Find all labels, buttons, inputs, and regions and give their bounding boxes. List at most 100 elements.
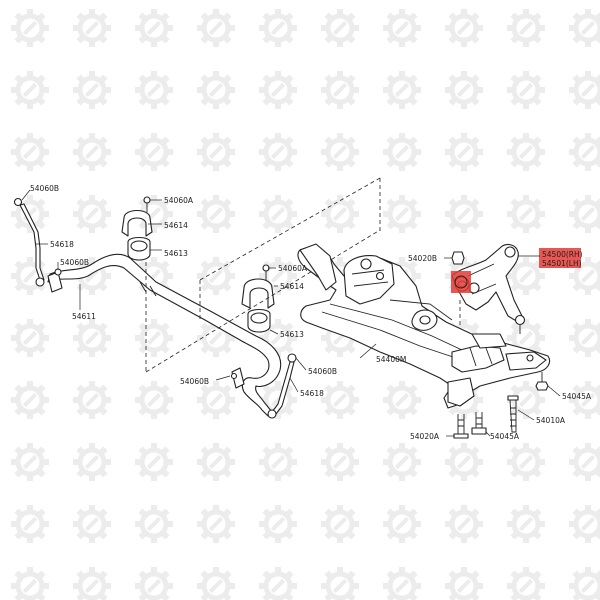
label-54045A-bottom: 54045A	[490, 432, 520, 441]
watermark-gear-icon	[383, 133, 421, 171]
watermark-gear-icon	[73, 133, 111, 171]
watermark-gear-icon	[321, 71, 359, 109]
watermark-gear-icon	[445, 505, 483, 543]
watermark-gear-icon	[259, 133, 297, 171]
watermark-gear-icon	[11, 443, 49, 481]
watermark-gear-icon	[383, 71, 421, 109]
watermark-gear-icon	[73, 9, 111, 47]
watermark-gear-icon	[11, 257, 49, 295]
watermark-gear-icon	[445, 195, 483, 233]
watermark-gear-icon	[569, 133, 600, 171]
watermark-gear-icon	[383, 443, 421, 481]
watermark-gear-icon	[321, 443, 359, 481]
label-54020A: 54020A	[410, 432, 440, 441]
watermark-gear-icon	[259, 71, 297, 109]
watermark-gear-icon	[569, 195, 600, 233]
watermark-gear-icon	[569, 505, 600, 543]
label-54060B-right: 54060B	[308, 367, 337, 376]
watermark-gear-icon	[197, 443, 235, 481]
watermark-gear-icon	[11, 319, 49, 357]
watermark-gear-icon	[507, 505, 545, 543]
watermark-gear-icon	[321, 505, 359, 543]
watermark-gear-icon	[259, 567, 297, 600]
label-54400M: 54400M	[376, 355, 406, 364]
bushing-highlight	[451, 271, 471, 293]
watermark-gear-icon	[197, 9, 235, 47]
watermark-gear-icon	[259, 505, 297, 543]
watermark-gear-icon	[569, 443, 600, 481]
stabilizer-link-right	[230, 353, 297, 419]
label-54501-lh: 54501(LH)	[542, 259, 582, 268]
watermark-gear-icon	[11, 71, 49, 109]
bushing-clamp-2	[241, 264, 275, 333]
watermark-gear-icon	[135, 319, 173, 357]
watermark-gear-icon	[569, 71, 600, 109]
label-54010A: 54010A	[536, 416, 566, 425]
watermark-gear-icon	[135, 71, 173, 109]
watermark-gear-icon	[135, 567, 173, 600]
watermark-gear-icon	[507, 567, 545, 600]
watermark-gear-icon	[135, 443, 173, 481]
watermark-gear-icon	[259, 195, 297, 233]
watermark-gear-icon	[383, 9, 421, 47]
watermark-gear-icon	[135, 133, 173, 171]
watermark-gear-icon	[73, 319, 111, 357]
watermark-gear-icon	[321, 195, 359, 233]
bushing-clamp-1	[121, 196, 153, 261]
label-highlight	[539, 248, 581, 268]
watermark-gear-icon	[73, 443, 111, 481]
label-54613-2: 54613	[280, 330, 304, 339]
watermark-gear-icon	[569, 567, 600, 600]
stabilizer-link-left	[13, 197, 63, 293]
watermark-gear-icon	[197, 257, 235, 295]
watermark-gear-icon	[197, 567, 235, 600]
label-54060A-1: 54060A	[164, 196, 194, 205]
watermark-gear-icon	[11, 9, 49, 47]
leader-lines	[21, 189, 561, 437]
watermark-gear-icon	[11, 567, 49, 600]
watermark-gear-icon	[197, 71, 235, 109]
watermark-gear-icon	[445, 567, 483, 600]
watermark-gear-icon	[135, 381, 173, 419]
watermark-gear-icon	[321, 9, 359, 47]
watermark-gear-icon	[569, 319, 600, 357]
watermark-gear-icon	[135, 9, 173, 47]
watermark-gear-icon	[73, 195, 111, 233]
watermark-gear-icon	[507, 133, 545, 171]
watermark-gear-icon	[197, 195, 235, 233]
watermark-gear-icon	[383, 381, 421, 419]
watermark-gear-icon	[383, 195, 421, 233]
label-54060B-top-left: 54060B	[30, 184, 59, 193]
watermark-gear-icon	[73, 71, 111, 109]
watermark-gear-icon	[73, 381, 111, 419]
watermark-gear-icon	[569, 9, 600, 47]
label-54060A-2: 54060A	[278, 264, 308, 273]
part-labels: 54060B 54618 54060B 54611 54060A 54614 5…	[30, 184, 592, 441]
label-54613-1: 54613	[164, 249, 188, 258]
label-54060B-bottom: 54060B	[180, 377, 209, 386]
label-54060B-left: 54060B	[60, 258, 89, 267]
suspension-member	[297, 243, 551, 409]
watermark-gear-icon	[507, 195, 545, 233]
watermark-gear-icon	[259, 443, 297, 481]
watermark-gear-icon	[507, 71, 545, 109]
watermark-gear-icon	[321, 133, 359, 171]
label-54618-left: 54618	[50, 240, 74, 249]
label-54045A-right: 54045A	[562, 392, 592, 401]
watermark-gear-icon	[445, 443, 483, 481]
watermark-gear-icon	[197, 381, 235, 419]
watermark-gear-icon	[445, 71, 483, 109]
watermark-gear-icon	[507, 9, 545, 47]
watermark-gear-icon	[445, 133, 483, 171]
watermark-gear-icon	[507, 443, 545, 481]
watermark-gear-icon	[445, 9, 483, 47]
watermark-gear-icon	[321, 381, 359, 419]
label-54618-right: 54618	[300, 389, 324, 398]
watermark-gear-icon	[321, 567, 359, 600]
watermark-gear-icon	[11, 133, 49, 171]
label-54611: 54611	[72, 312, 96, 321]
watermark-gear-icon	[73, 567, 111, 600]
label-54614-2: 54614	[280, 282, 304, 291]
